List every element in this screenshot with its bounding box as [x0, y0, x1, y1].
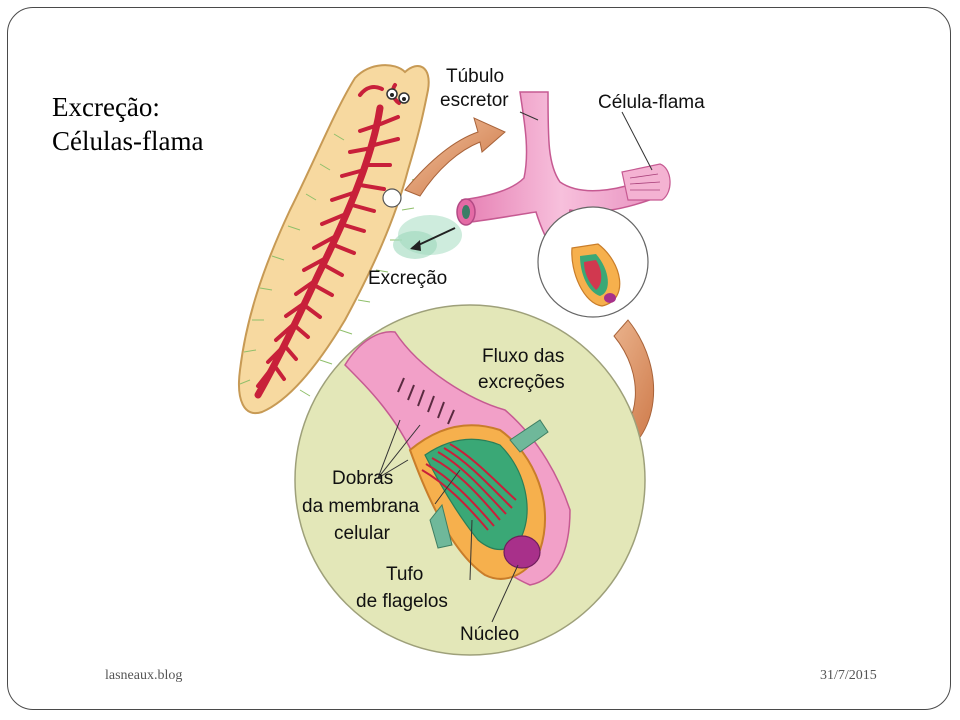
slide-title-line1: Excreção: [52, 92, 160, 122]
footer-source: lasneaux.blog [105, 668, 183, 683]
flatworm [238, 64, 430, 415]
label-dobras-line1: Dobras [332, 468, 393, 489]
label-tufo-line1: Tufo [386, 564, 423, 585]
label-fluxo-line2: excreções [478, 372, 565, 393]
arrow-worm-to-tubule [404, 117, 506, 197]
flatworm-cilia [239, 133, 425, 397]
label-dobras-line2: da membrana [302, 496, 420, 517]
excretion-spray [393, 215, 462, 259]
leader-lines [377, 419, 519, 623]
flatworm-gut [254, 104, 384, 399]
label-dobras-line3: celular [334, 523, 391, 544]
flatworm-branches [256, 83, 401, 388]
label-fluxo-line1: Fluxo das [482, 346, 564, 367]
label-tubulo-line1: Túbulo [446, 66, 504, 87]
small-zoom-circle [537, 206, 649, 318]
membrane-folds [397, 377, 455, 425]
flagella-tuft [421, 443, 517, 531]
slide-title-line2: Células-flama [52, 126, 204, 156]
flatworm-flame-cell-spot [382, 188, 402, 208]
large-zoom-disc [294, 304, 646, 656]
leader-celula-flama [621, 111, 653, 171]
slide-title: Excreção: Células-flama [52, 90, 203, 158]
label-tufo-line2: de flagelos [356, 591, 448, 612]
label-celula-flama: Célula-flama [598, 92, 705, 113]
footer-date: 31/7/2015 [820, 668, 877, 683]
nucleus [503, 535, 541, 569]
label-tubulo-line2: escretor [440, 90, 509, 111]
leader-tubulo [519, 111, 539, 121]
label-nucleo: Núcleo [460, 624, 519, 645]
label-excrecao: Excreção [368, 268, 447, 289]
